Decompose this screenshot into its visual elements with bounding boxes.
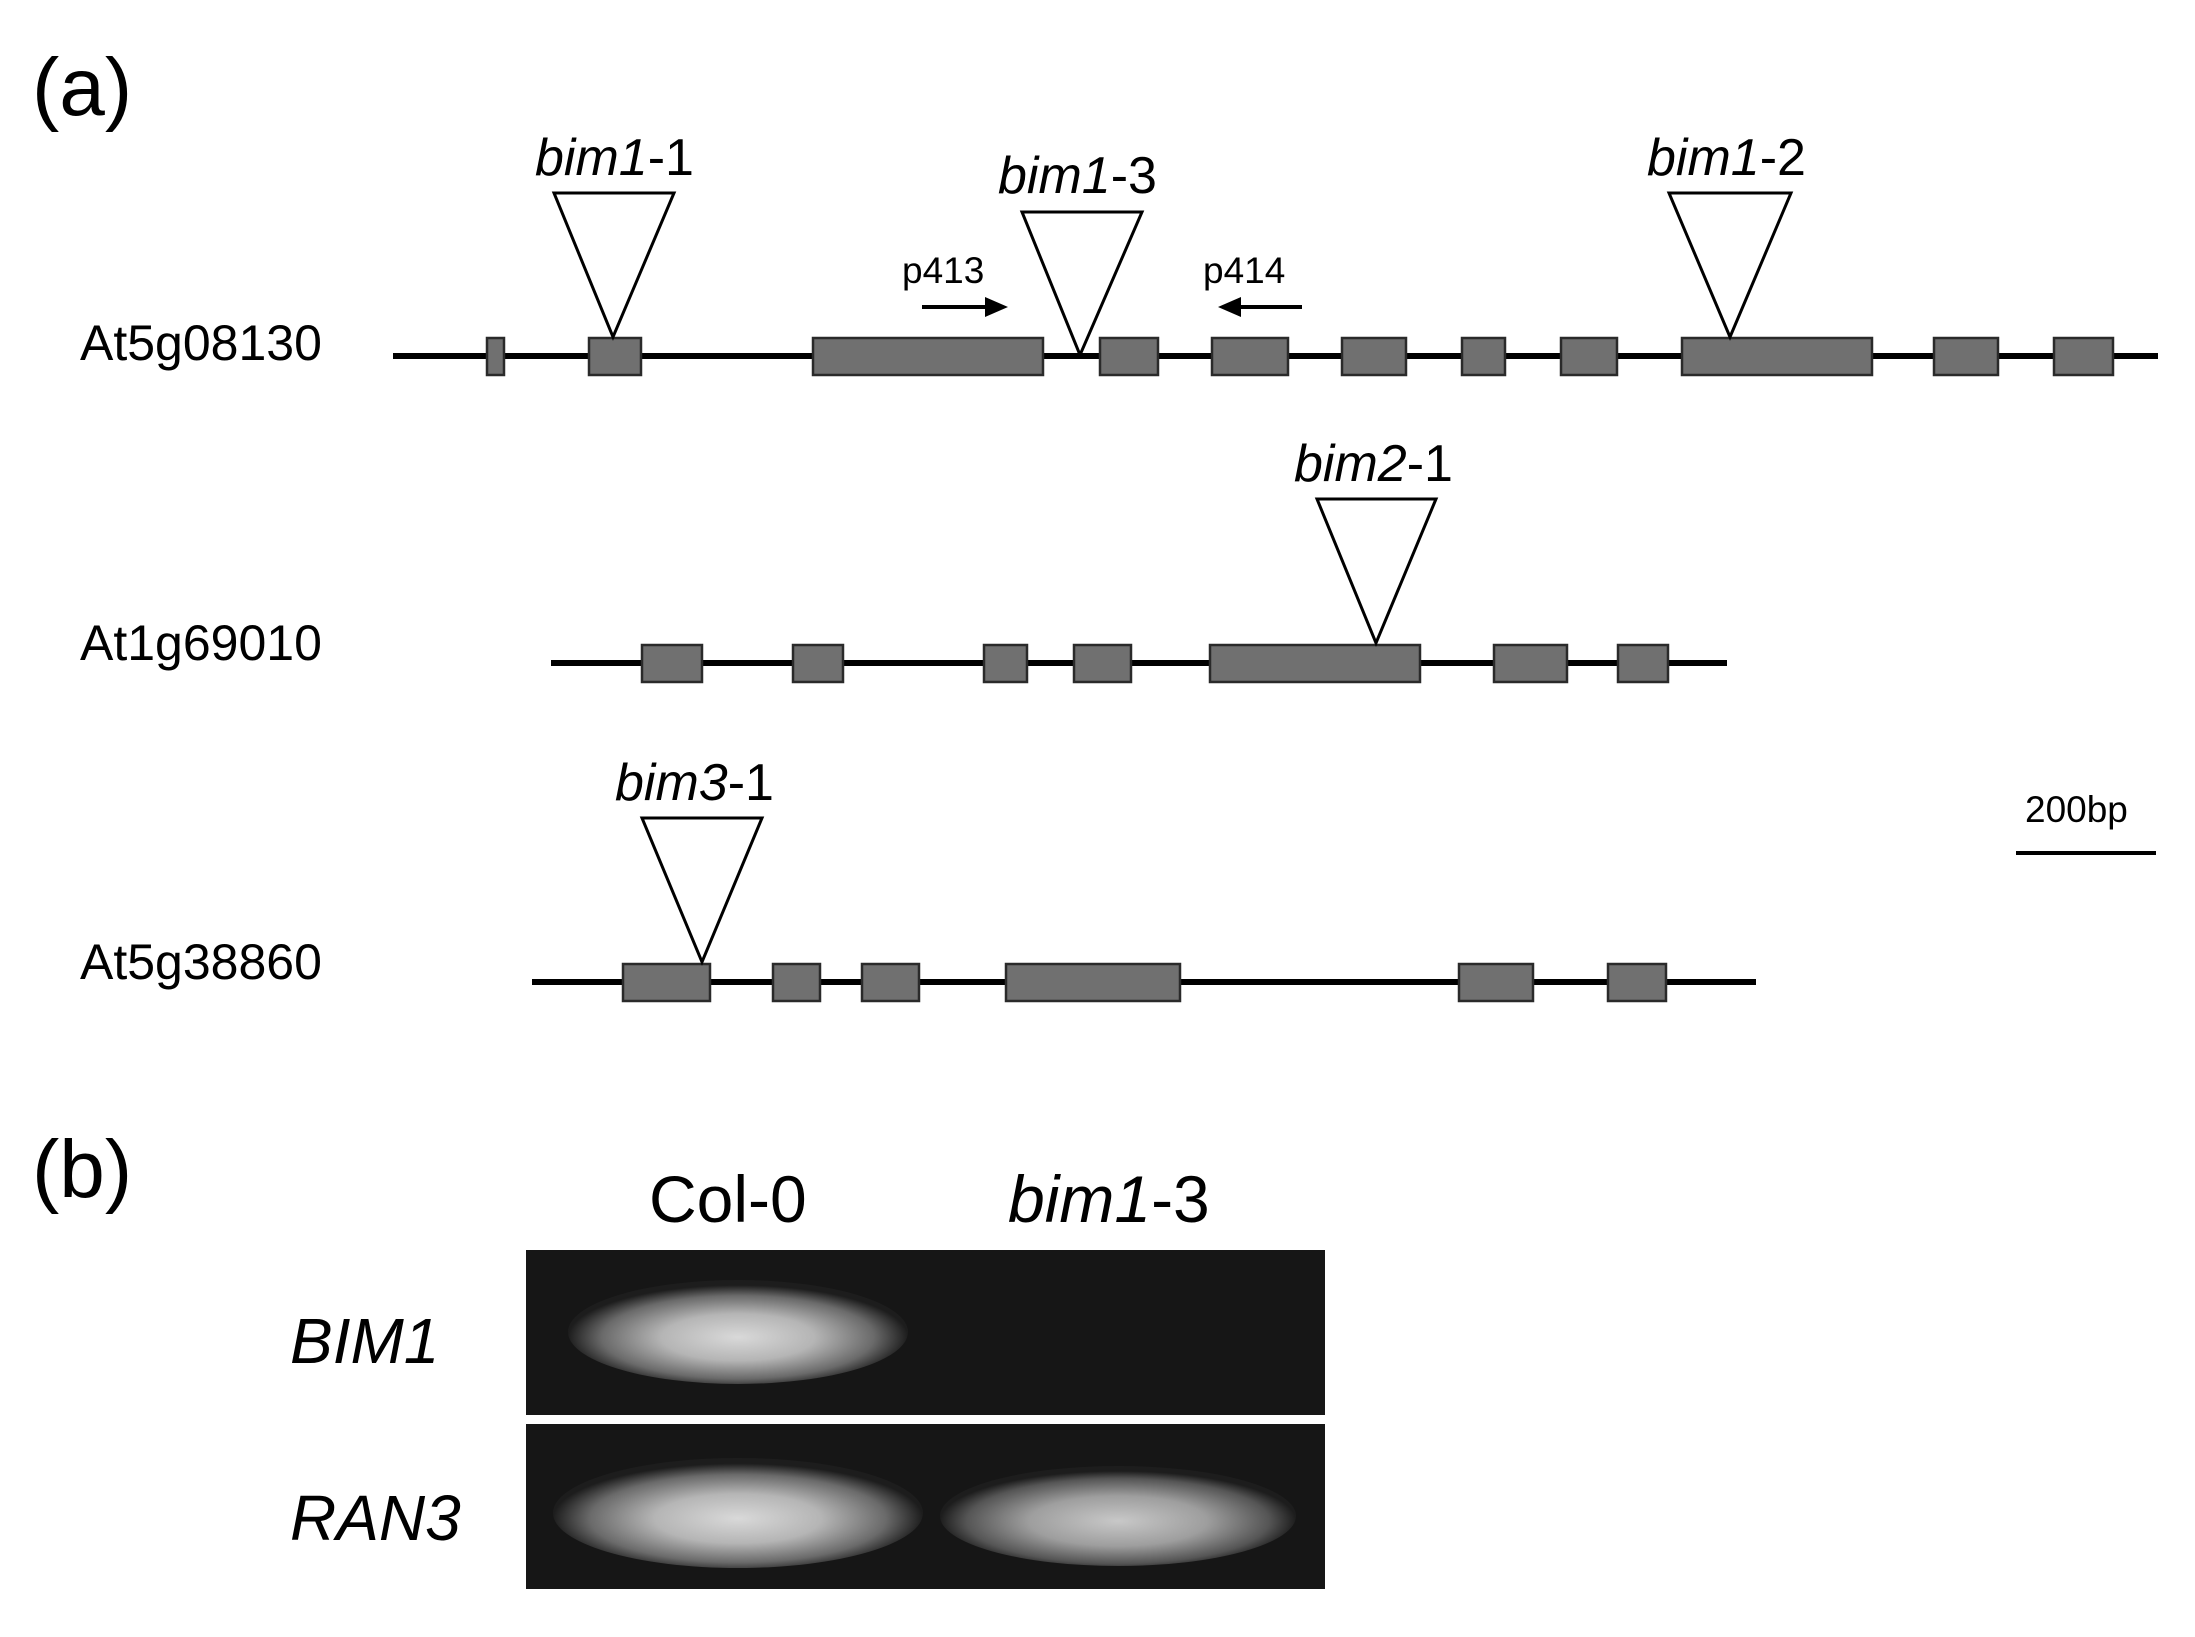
exon bbox=[811, 336, 1045, 377]
insertion-triangle-bim2-1 bbox=[1314, 497, 1439, 647]
exon bbox=[1492, 643, 1569, 684]
exon bbox=[771, 962, 822, 1003]
exon bbox=[1210, 336, 1290, 377]
exon bbox=[621, 962, 712, 1003]
insertion-triangle-bim1-3 bbox=[1019, 210, 1145, 359]
exon bbox=[1340, 336, 1408, 377]
exon bbox=[1616, 643, 1670, 684]
insertion-triangle-bim3-1 bbox=[639, 816, 765, 966]
primer-label-p413: p413 bbox=[902, 250, 984, 291]
exon bbox=[1004, 962, 1182, 1003]
gel-row-ran3: RAN3 bbox=[290, 1424, 1325, 1589]
gel-band-col-0-bim1 bbox=[568, 1280, 908, 1384]
panel-a-label: (a) bbox=[32, 42, 132, 133]
lane-label-bim1-3: bim1-3 bbox=[1008, 1162, 1210, 1236]
gene-label-1: At5g08130 bbox=[80, 315, 322, 371]
gene-model-at5g38860: At5g38860 bim3-1 bbox=[80, 754, 1756, 1003]
gel-row-bim1: BIM1 bbox=[290, 1250, 1325, 1415]
exon bbox=[860, 962, 921, 1003]
exon bbox=[1457, 962, 1535, 1003]
allele-label-bim2-1: bim2-1 bbox=[1294, 435, 1453, 493]
exon bbox=[1072, 643, 1133, 684]
lane-label-col-0: Col-0 bbox=[649, 1162, 807, 1236]
panel-b-label: (b) bbox=[32, 1124, 132, 1215]
panel-b: (b) Col-0 bim1-3 BIM1 RAN3 bbox=[32, 1124, 1325, 1589]
exon bbox=[1208, 643, 1422, 684]
gel-band-bim1-3-ran3 bbox=[940, 1466, 1296, 1566]
exon bbox=[1680, 336, 1874, 377]
allele-label-bim3-1: bim3-1 bbox=[615, 754, 774, 812]
insertion-triangle-bim1-2 bbox=[1666, 191, 1794, 341]
gene-model-at1g69010: At1g69010 bim2-1 bbox=[80, 435, 1727, 684]
exon bbox=[587, 336, 643, 377]
gene-label-2: At1g69010 bbox=[80, 615, 322, 671]
primer-arrowhead-reverse bbox=[1218, 297, 1241, 317]
gel-band-col-0-ran3 bbox=[553, 1458, 923, 1568]
exon bbox=[982, 643, 1029, 684]
insertion-triangle-bim1-1 bbox=[551, 191, 677, 341]
allele-label-bim1-1: bim1-1 bbox=[535, 129, 694, 187]
primer-arrowhead-forward bbox=[985, 297, 1008, 317]
allele-label-bim1-3: bim1-3 bbox=[998, 147, 1157, 205]
exon bbox=[1559, 336, 1619, 377]
gel-row-label-bim1: BIM1 bbox=[290, 1305, 439, 1377]
allele-label-bim1-2: bim1-2 bbox=[1647, 129, 1806, 187]
primer-label-p414: p414 bbox=[1203, 250, 1285, 291]
exon bbox=[1932, 336, 2000, 377]
scale-bar: 200bp bbox=[2016, 789, 2156, 855]
gene-label-3: At5g38860 bbox=[80, 934, 322, 990]
gene-model-at5g08130: At5g08130 bim1-1 bim1-3 bim1-2 p413 bbox=[80, 129, 2158, 377]
exon bbox=[2052, 336, 2115, 377]
exon bbox=[1098, 336, 1160, 377]
exon bbox=[1460, 336, 1507, 377]
exon bbox=[1606, 962, 1668, 1003]
scale-bar-label: 200bp bbox=[2025, 789, 2128, 830]
exon bbox=[640, 643, 704, 684]
exon bbox=[791, 643, 845, 684]
panel-a: (a) At5g08130 bim1-1 bim1-3 bim1-2 bbox=[32, 42, 2158, 1003]
exon bbox=[485, 336, 506, 377]
gel-row-label-ran3: RAN3 bbox=[290, 1482, 461, 1554]
